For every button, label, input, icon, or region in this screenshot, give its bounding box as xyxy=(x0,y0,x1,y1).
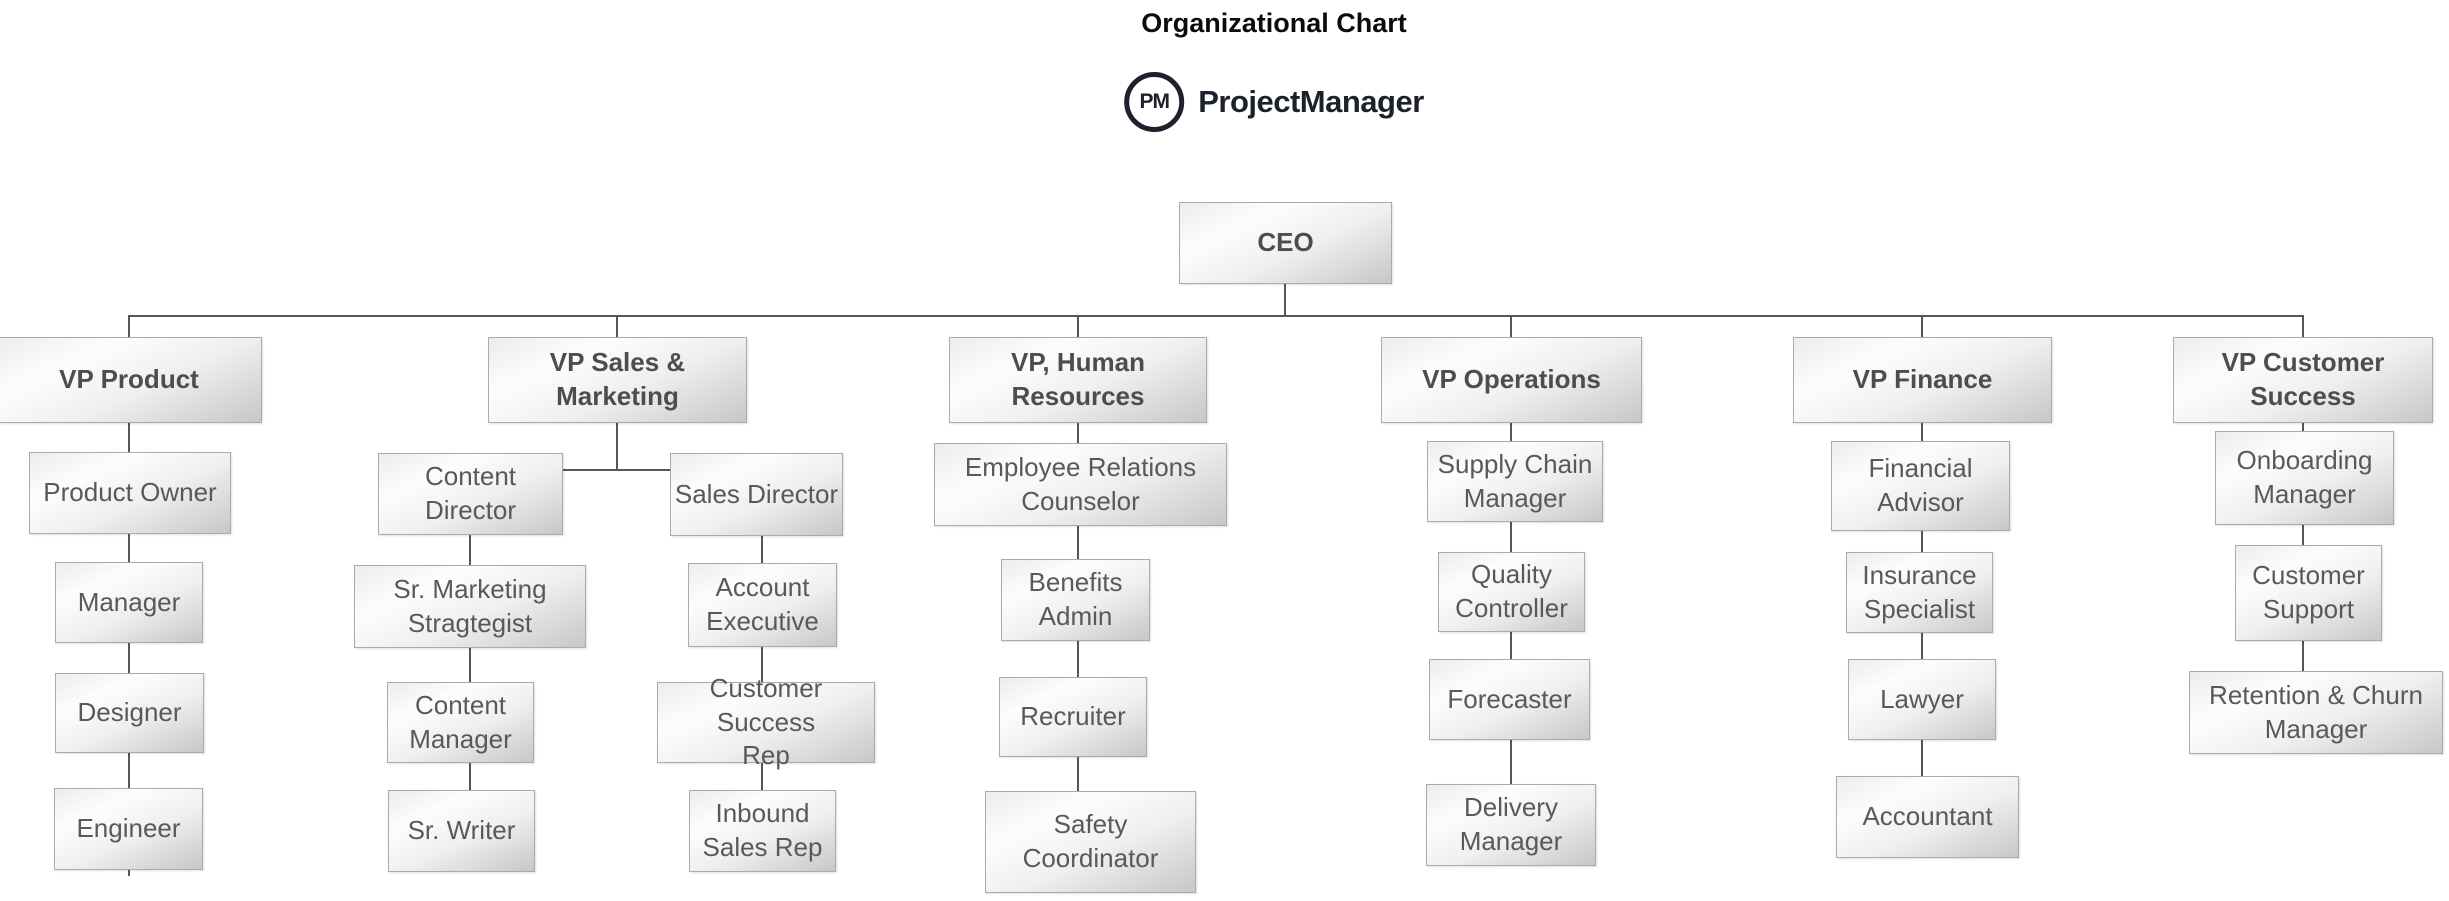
org-node-inbound-sales-rep: Inbound Sales Rep xyxy=(689,790,836,872)
connector xyxy=(469,763,471,790)
connector xyxy=(128,534,130,562)
connector xyxy=(616,423,618,470)
connector xyxy=(761,647,763,682)
connector-drop-vp-finance xyxy=(1921,315,1923,337)
org-node-recruiter: Recruiter xyxy=(999,677,1147,757)
org-node-forecaster: Forecaster xyxy=(1429,659,1590,740)
connector-sales-siblings xyxy=(563,469,670,471)
connector xyxy=(1510,522,1512,552)
connector-ceo-drop xyxy=(1284,284,1286,315)
org-node-sr-marketing-strategist: Sr. Marketing Stragtegist xyxy=(354,565,586,648)
connector xyxy=(761,763,763,790)
connector xyxy=(1921,531,1923,552)
connector xyxy=(2302,423,2304,431)
connector xyxy=(128,643,130,673)
connector-drop-vp-hr xyxy=(1077,315,1079,337)
connector xyxy=(1077,757,1079,791)
brand-name: ProjectManager xyxy=(1198,84,1424,119)
connector xyxy=(2302,525,2304,545)
org-node-accountant: Accountant xyxy=(1836,776,2019,858)
connector xyxy=(1921,423,1923,441)
org-node-customer-support: Customer Support xyxy=(2235,545,2382,641)
org-node-employee-relations-counselor: Employee Relations Counselor xyxy=(934,443,1227,526)
brand-logo: PM ProjectManager xyxy=(1124,72,1424,132)
org-node-safety-coordinator: Safety Coordinator xyxy=(985,791,1196,893)
org-node-delivery-manager: Delivery Manager xyxy=(1426,784,1596,866)
connector xyxy=(761,536,763,563)
pm-logo-icon: PM xyxy=(1124,72,1185,132)
org-node-account-executive: Account Executive xyxy=(688,563,837,647)
org-node-customer-success-rep: Customer Success Rep xyxy=(657,673,875,770)
org-node-sales-director: Sales Director xyxy=(670,453,843,536)
connector xyxy=(1077,526,1079,559)
connector-drop-vp-customer-success xyxy=(2302,315,2304,337)
connector xyxy=(1077,423,1079,443)
org-node-vp-customer-success: VP Customer Success xyxy=(2173,337,2433,423)
page-title: Organizational Chart xyxy=(1141,8,1407,38)
connector xyxy=(1921,633,1923,659)
connector xyxy=(469,535,471,565)
org-node-engineer: Engineer xyxy=(54,788,203,870)
org-node-insurance-specialist: Insurance Specialist xyxy=(1846,552,1993,633)
org-node-lawyer: Lawyer xyxy=(1848,659,1996,740)
org-node-quality-controller: Quality Controller xyxy=(1438,552,1585,632)
org-node-designer: Designer xyxy=(55,673,204,753)
org-node-content-manager: Content Manager xyxy=(387,682,534,763)
org-node-manager: Manager xyxy=(55,562,203,643)
connector xyxy=(1077,641,1079,677)
org-node-product-owner: Product Owner xyxy=(29,452,231,534)
connector xyxy=(469,648,471,682)
org-node-vp-sales-marketing: VP Sales & Marketing xyxy=(488,337,747,423)
org-node-financial-advisor: Financial Advisor xyxy=(1831,441,2010,531)
connector xyxy=(2302,641,2304,671)
connector-main-horizontal xyxy=(129,315,2304,317)
connector xyxy=(1921,740,1923,776)
org-node-retention-churn-manager: Retention & Churn Manager xyxy=(2189,671,2443,754)
org-node-sr-writer: Sr. Writer xyxy=(388,790,535,872)
connector xyxy=(1510,423,1512,441)
connector xyxy=(128,753,130,788)
org-node-vp-finance: VP Finance xyxy=(1793,337,2052,423)
org-node-content-director: Content Director xyxy=(378,453,563,535)
org-node-vp-hr: VP, Human Resources xyxy=(949,337,1207,423)
org-node-ceo: CEO xyxy=(1179,202,1392,284)
connector xyxy=(1510,740,1512,784)
org-node-benefits-admin: Benefits Admin xyxy=(1001,559,1150,641)
org-node-vp-product: VP Product xyxy=(0,337,262,423)
org-node-supply-chain-manager: Supply Chain Manager xyxy=(1427,441,1603,522)
connector xyxy=(1510,632,1512,659)
connector xyxy=(128,423,130,452)
connector-drop-vp-product xyxy=(128,315,130,337)
org-node-onboarding-manager: Onboarding Manager xyxy=(2215,431,2394,525)
connector-drop-vp-sales xyxy=(616,315,618,337)
connector-drop-vp-operations xyxy=(1510,315,1512,337)
org-node-vp-operations: VP Operations xyxy=(1381,337,1642,423)
connector-stub xyxy=(128,870,130,876)
